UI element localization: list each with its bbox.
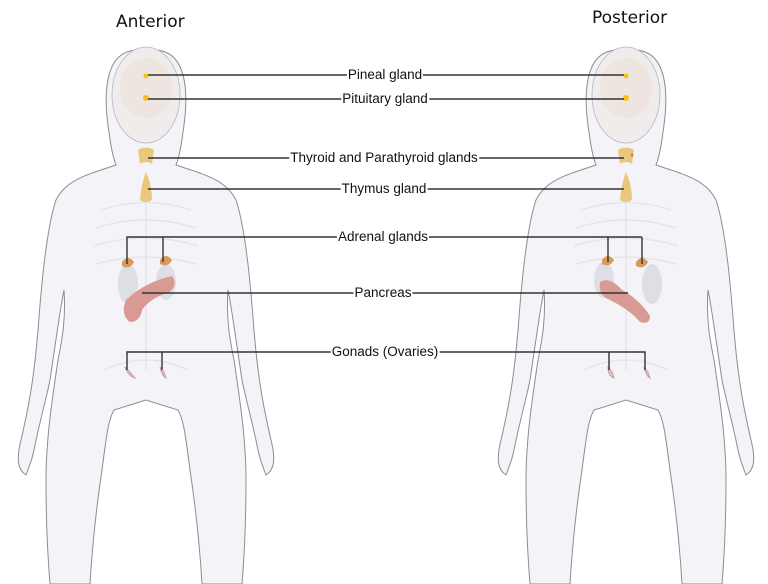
posterior-body-figure	[497, 46, 755, 584]
thymus-gland-shape	[140, 172, 152, 202]
thyroid-gland-shape	[138, 147, 154, 164]
anterior-view-title: Anterior	[116, 12, 185, 32]
pituitary-gland-marker	[623, 95, 629, 101]
posterior-view-title: Posterior	[592, 8, 668, 28]
pineal-gland-marker	[143, 73, 149, 79]
adrenal-left-shape	[122, 258, 134, 268]
pineal-gland-marker	[623, 73, 629, 79]
label-pineal-gland: Pineal gland	[346, 67, 424, 83]
label-pancreas: Pancreas	[353, 285, 413, 301]
label-adrenal-glands: Adrenal glands	[336, 229, 430, 245]
label-thyroid-parathyroid-glands: Thyroid and Parathyroid glands	[289, 150, 479, 166]
pituitary-gland-marker	[143, 95, 149, 101]
pancreas-shape	[123, 276, 175, 322]
label-thymus-gland: Thymus gland	[340, 181, 428, 197]
label-pituitary-gland: Pituitary gland	[341, 91, 429, 107]
anterior-body-figure	[17, 46, 275, 584]
label-gonads-ovaries: Gonads (Ovaries)	[330, 344, 440, 360]
